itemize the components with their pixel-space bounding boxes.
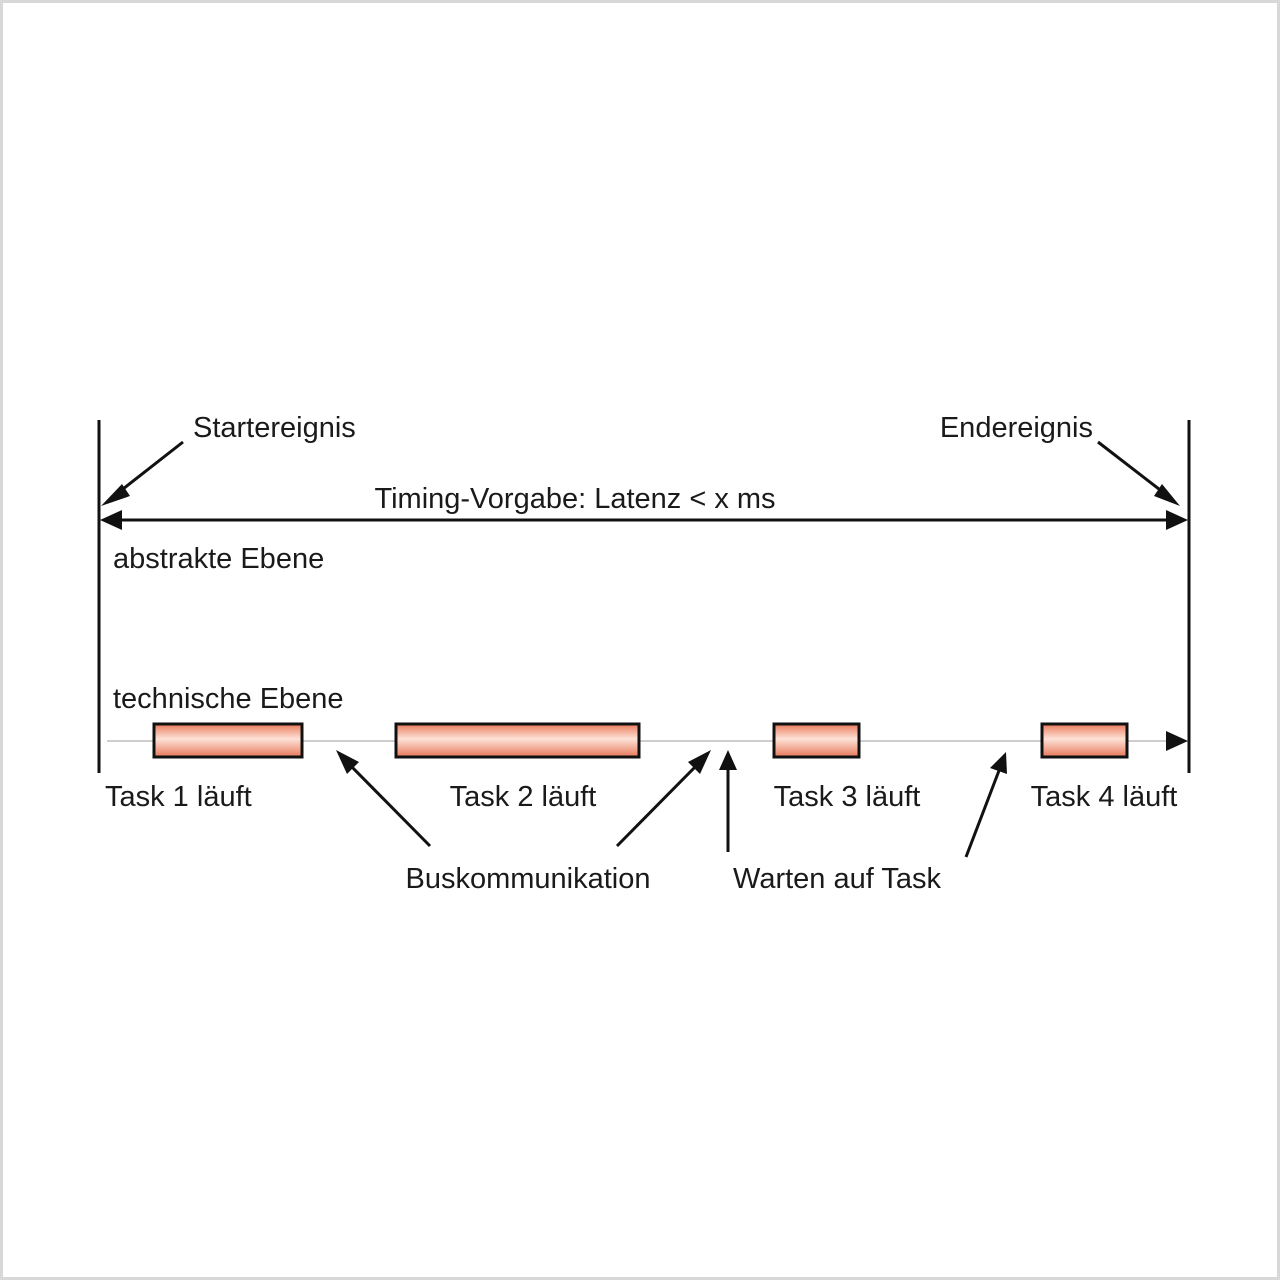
waiting-arrowhead-1 bbox=[719, 750, 737, 770]
bus-comm-arrowhead-2 bbox=[688, 750, 711, 774]
waiting-for-task-label: Warten auf Task bbox=[733, 863, 941, 895]
task-2-bar bbox=[394, 722, 641, 759]
latency-right-arrowhead bbox=[1166, 510, 1188, 530]
start-event-label: Startereignis bbox=[193, 412, 356, 444]
bus-comm-arrow-1-line bbox=[344, 759, 432, 848]
technical-level-label: technische Ebene bbox=[113, 683, 344, 715]
task-4-bar bbox=[1040, 722, 1129, 759]
bus-comm-arrowhead-1 bbox=[336, 750, 359, 774]
start-event-arrowhead bbox=[101, 484, 130, 506]
waiting-arrow-2-line bbox=[964, 767, 1002, 858]
waiting-arrowhead-2 bbox=[990, 752, 1007, 774]
task-1-label: Task 1 läuft bbox=[105, 781, 252, 813]
abstract-level-label: abstrakte Ebene bbox=[113, 543, 324, 575]
end-event-arrowhead bbox=[1154, 484, 1180, 506]
end-event-arrow-line bbox=[1097, 440, 1169, 498]
timeline-arrowhead bbox=[1166, 731, 1188, 751]
task-1-bar bbox=[152, 722, 304, 759]
task-4-label: Task 4 läuft bbox=[1031, 781, 1178, 813]
start-event-arrow-line bbox=[113, 440, 184, 498]
latency-left-arrowhead bbox=[100, 510, 122, 530]
timing-requirement-label: Timing-Vorgabe: Latenz < x ms bbox=[374, 483, 775, 515]
task-3-bar bbox=[772, 722, 861, 759]
bus-communication-label: Buskommunikation bbox=[406, 863, 651, 895]
task-2-label: Task 2 läuft bbox=[450, 781, 597, 813]
task-3-label: Task 3 läuft bbox=[774, 781, 921, 813]
bus-comm-arrow-2-line bbox=[615, 759, 703, 848]
end-event-label: Endereignis bbox=[940, 412, 1093, 444]
